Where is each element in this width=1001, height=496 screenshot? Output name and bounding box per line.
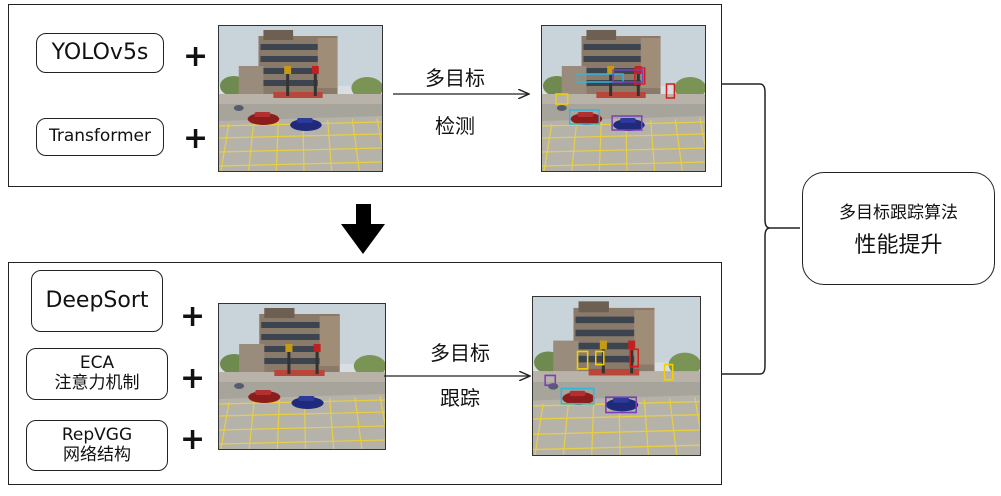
tracking-box: [560, 387, 595, 405]
deepsort-label: DeepSort: [45, 288, 149, 314]
yolov5s-box: YOLOv5s: [36, 33, 164, 73]
plus-icon: +: [183, 39, 209, 74]
repvgg-box: RepVGG 网络结构: [26, 420, 168, 471]
detection-box: [611, 115, 643, 131]
tracking-label-line2: 跟踪: [440, 386, 480, 410]
plus-icon: +: [180, 361, 206, 396]
tracking-box: [594, 350, 605, 366]
result-line1: 多目标跟踪算法: [839, 203, 958, 223]
tracking-box: [576, 350, 589, 370]
transformer-label: Transformer: [48, 126, 151, 147]
eca-label: ECA: [79, 353, 115, 374]
eca-sublabel: 注意力机制: [54, 373, 140, 393]
result-box: 多目标跟踪算法 性能提升: [802, 172, 995, 285]
deepsort-box: DeepSort: [31, 270, 163, 332]
detection-label-line1: 多目标: [425, 66, 485, 90]
brace-connector: [722, 83, 800, 375]
input-street-image: [218, 25, 383, 172]
detection-box: [612, 69, 644, 83]
tracking-label-line1: 多目标: [430, 341, 490, 365]
tracking-box: [544, 374, 557, 387]
transformer-box: Transformer: [36, 118, 164, 156]
detection-box: [634, 67, 646, 85]
eca-box: ECA 注意力机制: [26, 348, 168, 400]
tracking-result-image: [532, 296, 701, 456]
repvgg-label: RepVGG: [61, 424, 133, 445]
repvgg-sublabel: 网络结构: [63, 444, 131, 465]
tracking-box: [605, 396, 637, 414]
tracking-box: [629, 348, 640, 368]
plus-icon: +: [183, 121, 209, 156]
yolov5s-label: YOLOv5s: [51, 40, 149, 66]
detection-result-image: [541, 25, 706, 172]
detection-box: [555, 93, 569, 105]
input-street-image-2: [218, 303, 386, 450]
tracking-box: [663, 363, 674, 381]
plus-icon: +: [180, 299, 206, 334]
result-line2: 性能提升: [854, 233, 943, 258]
detection-box: [665, 83, 676, 99]
detection-label-line2: 检测: [435, 114, 475, 138]
detection-box: [576, 73, 624, 83]
plus-icon: +: [180, 422, 206, 457]
detection-box: [568, 109, 601, 125]
